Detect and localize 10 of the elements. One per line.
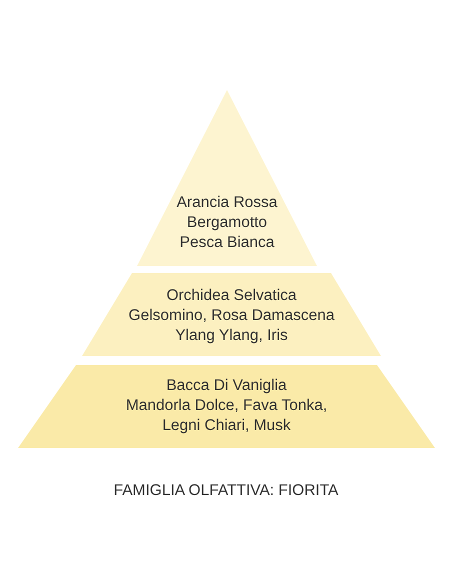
note-list-text: Legni Chiari, Musk <box>162 416 291 436</box>
note-list-text: Arancia Rossa <box>176 193 278 213</box>
note-list-text: Pesca Bianca <box>180 233 274 253</box>
note-list-text: Orchidea Selvatica <box>166 286 297 306</box>
note-list-text: Bacca Di Vaniglia <box>166 376 287 396</box>
note-list-text: Gelsomino, Rosa Damascena <box>128 306 334 326</box>
note-list-text: Ylang Ylang, Iris <box>175 326 288 346</box>
note-list-text: Bergamotto <box>186 213 268 233</box>
note-list-text: Mandorla Dolce, Fava Tonka, <box>126 396 328 416</box>
caption: FAMIGLIA OLFATTIVA: FIORITA <box>114 482 338 500</box>
